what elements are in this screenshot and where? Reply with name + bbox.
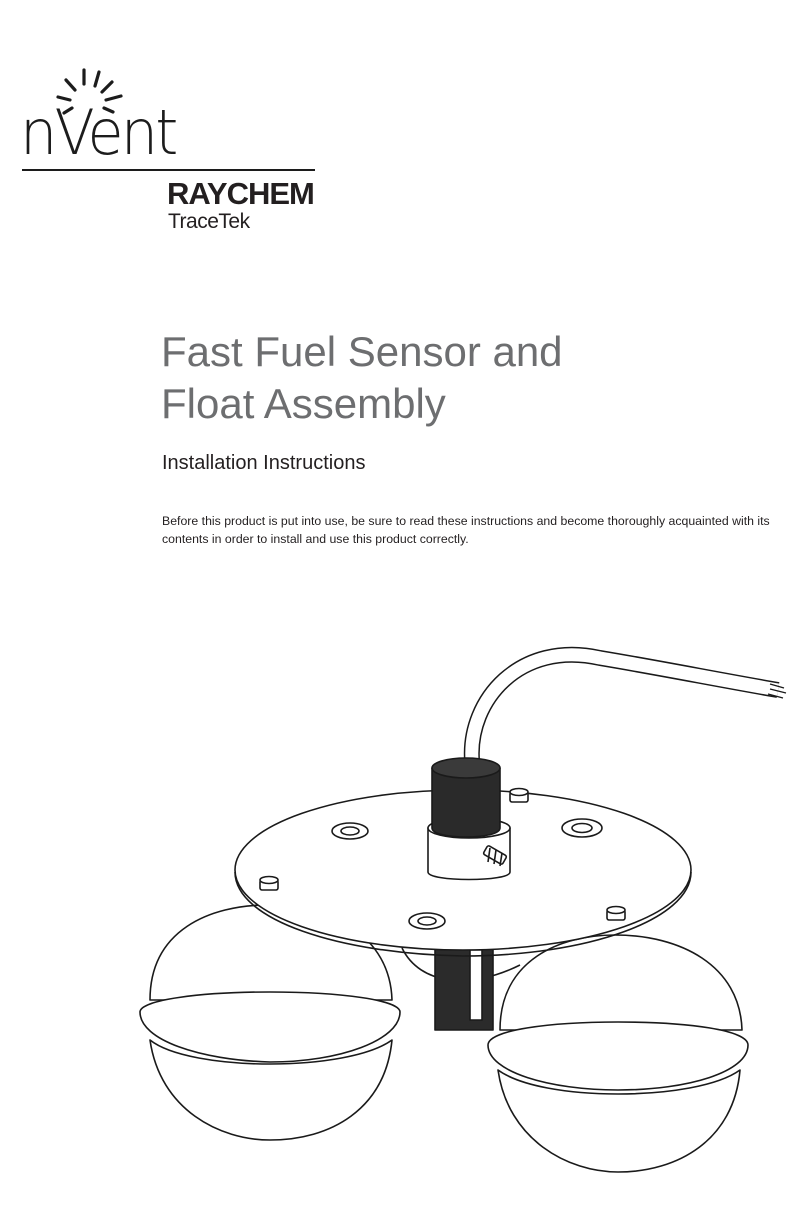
title-line-1: Fast Fuel Sensor and [161,328,563,375]
nvent-raychem-logo: nVent RAYCHEM TraceTek [0,0,330,250]
tracetek-product-line: TraceTek [168,210,250,233]
raychem-brand: RAYCHEM [167,176,315,211]
nvent-burst-icon [56,68,123,115]
page-subtitle: Installation Instructions [162,452,366,474]
float-assembly-drawing [139,646,787,1173]
title-line-2: Float Assembly [161,380,446,427]
logo-divider [22,169,315,171]
intro-paragraph: Before this product is put into use, be … [162,514,770,546]
page-title: Fast Fuel Sensor and Float Assembly [161,326,761,430]
nvent-wordmark: nVent [20,98,184,168]
float-assembly-illustration [120,640,808,1206]
nvent-logo-text: nVent [20,96,178,169]
